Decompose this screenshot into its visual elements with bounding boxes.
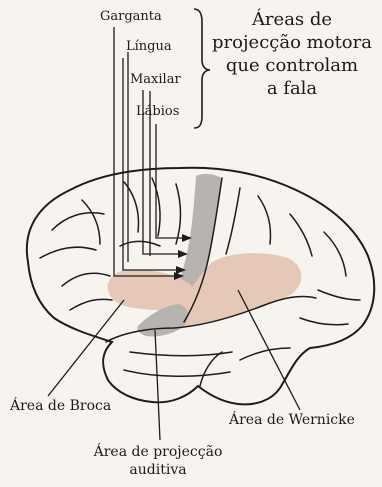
label-auditory-line2: auditiva xyxy=(68,461,248,479)
motor-heading-line3: que controlam xyxy=(204,54,380,77)
motor-heading-line2: projecção motora xyxy=(204,31,380,54)
label-wernicke-area: Área de Wernicke xyxy=(229,412,355,428)
motor-areas-heading: Áreas de projecção motora que controlam … xyxy=(204,8,380,100)
label-maxilar: Maxilar xyxy=(130,72,181,87)
motor-leader-lines xyxy=(114,27,184,276)
label-auditory-line1: Área de projecção xyxy=(68,443,248,461)
motor-heading-line4: a fala xyxy=(204,77,380,100)
label-labios: Lábios xyxy=(136,104,179,119)
label-garganta: Garganta xyxy=(100,9,162,24)
label-broca-area: Área de Broca xyxy=(10,398,111,414)
label-lingua: Língua xyxy=(126,39,172,54)
label-auditory-area: Área de projecção auditiva xyxy=(68,443,248,479)
motor-heading-line1: Áreas de xyxy=(204,8,380,31)
